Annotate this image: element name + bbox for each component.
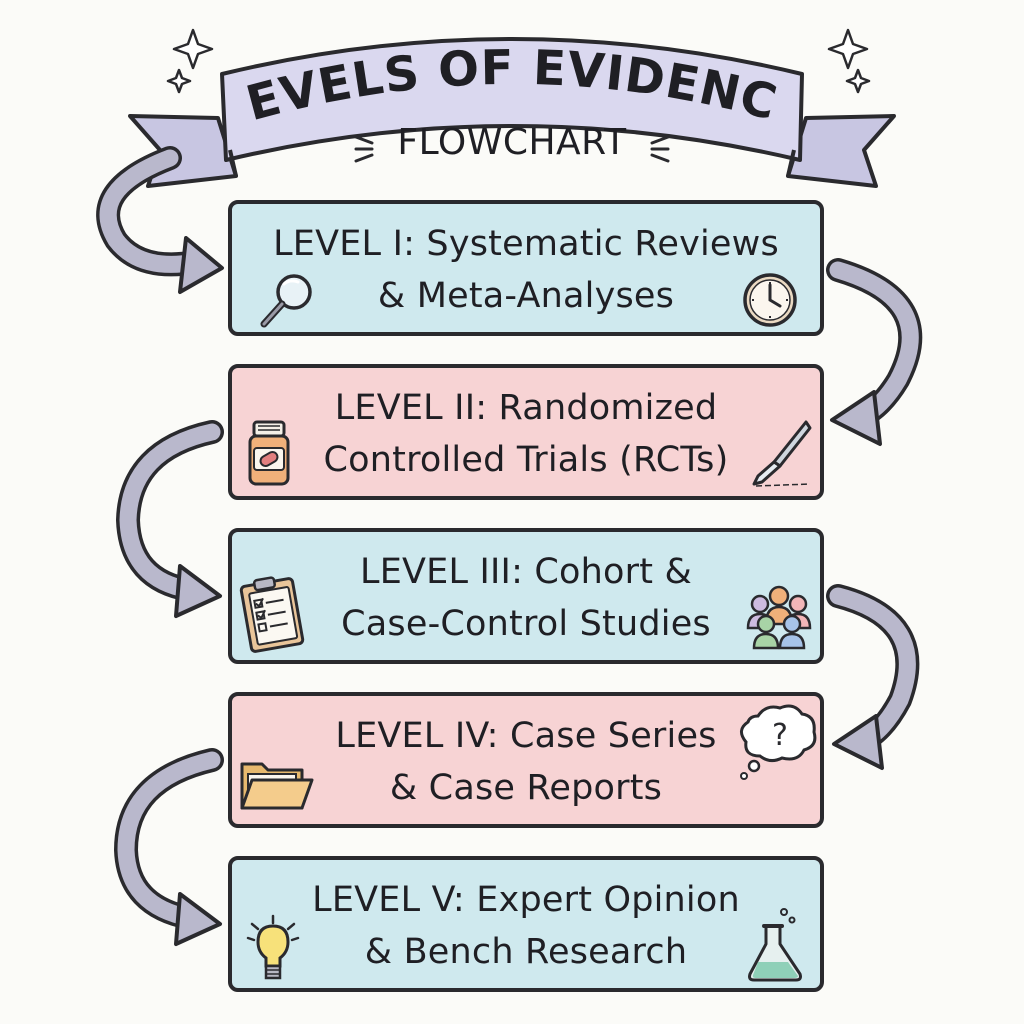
level-4-title: LEVEL IV: Case Series — [335, 716, 717, 756]
arrow-level-2-to-3 — [115, 420, 224, 618]
clipboard-icon — [239, 576, 305, 653]
arrow-shaft — [99, 149, 205, 273]
level-2-subtitle: Controlled Trials (RCTs) — [323, 440, 729, 480]
subtitle-dashes — [354, 135, 670, 163]
level-3-title: LEVEL III: Cohort & — [360, 552, 692, 592]
level-1-subtitle: & Meta-Analyses — [377, 276, 675, 316]
scalpel-icon — [752, 420, 812, 487]
arrow-head — [174, 564, 222, 618]
level-1-title: LEVEL I: Systematic Reviews — [273, 224, 779, 264]
level-2-box: LEVEL II: Randomized Controlled Trials (… — [228, 364, 824, 500]
lightbulb-icon — [246, 914, 300, 980]
level-1-box: LEVEL I: Systematic Reviews & Meta-Analy… — [228, 200, 824, 336]
page-subtitle: FLOWCHART — [397, 122, 627, 163]
title-banner — [128, 37, 896, 188]
sparkle-icon — [166, 28, 871, 94]
arrow-head — [830, 390, 882, 446]
level-3-subtitle: Case-Control Studies — [341, 604, 711, 644]
level-5-subtitle: & Bench Research — [364, 932, 688, 972]
arrow-shaft — [119, 423, 221, 599]
level-2-title: LEVEL II: Randomized — [334, 388, 718, 428]
arrow-head — [174, 892, 222, 946]
arrow-level-1-to-2 — [826, 258, 923, 446]
pill-bottle-icon — [248, 420, 290, 486]
arrow-head — [832, 714, 884, 770]
level-5-box: LEVEL V: Expert Opinion & Bench Research — [228, 856, 824, 992]
clock-icon — [743, 273, 797, 327]
arrow-head — [178, 236, 224, 294]
flow-arrows — [96, 146, 923, 946]
arrow-level-3-to-4 — [826, 584, 920, 770]
arrow-title-to-level-1 — [96, 146, 224, 294]
level-5-title: LEVEL V: Expert Opinion — [312, 880, 740, 920]
people-group-icon — [746, 585, 812, 650]
level-4-box: LEVEL IV: Case Series & Case Reports — [228, 692, 824, 828]
flask-icon — [748, 908, 802, 982]
arrow-shaft — [117, 751, 221, 927]
magnifier-icon — [260, 274, 312, 328]
arrow-level-4-to-5 — [113, 748, 224, 946]
level-3-box: LEVEL III: Cohort & Case-Control Studies — [228, 528, 824, 664]
svg-text:?: ? — [772, 718, 788, 753]
level-4-subtitle: & Case Reports — [389, 768, 663, 808]
folder-icon — [240, 762, 314, 810]
question-bubble-icon: ? — [740, 704, 817, 780]
